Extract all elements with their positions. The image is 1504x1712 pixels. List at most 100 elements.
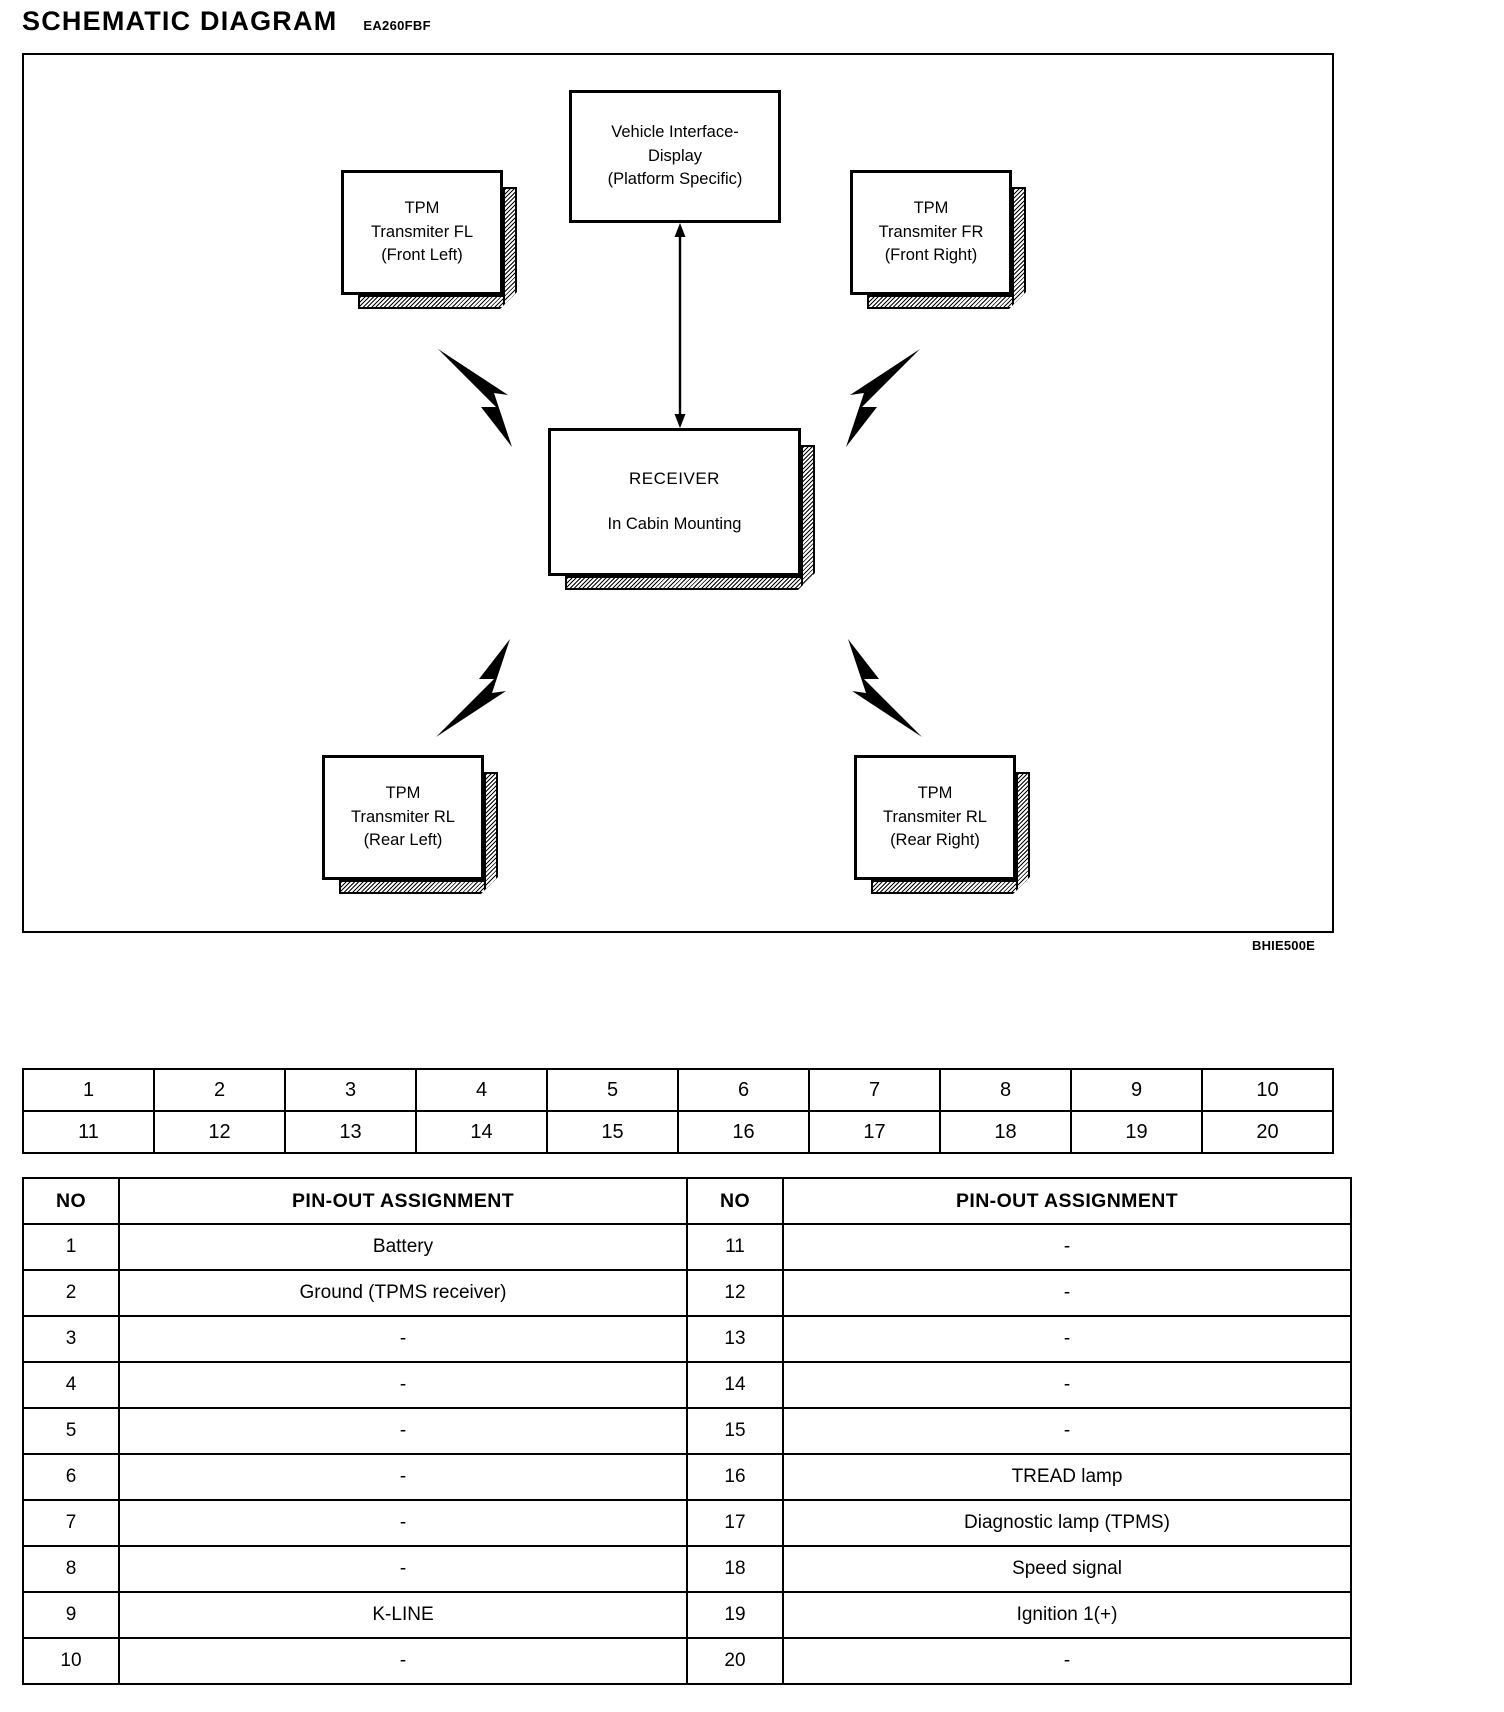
pin-cell: 7 <box>808 1068 941 1112</box>
cell-no-right: 11 <box>686 1223 784 1271</box>
tpm-fr-line-3: (Front Right) <box>884 246 978 265</box>
table-row: 9 K-LINE 19 Ignition 1(+) <box>22 1591 1352 1639</box>
header-assign-left: PIN-OUT ASSIGNMENT <box>118 1177 688 1225</box>
connector-pin-grid: 1 2 3 4 5 6 7 8 9 10 11 12 13 14 15 16 1… <box>22 1068 1334 1154</box>
cell-assign-right: TREAD lamp <box>782 1453 1352 1501</box>
tpm-rr-line-1: TPM <box>917 783 953 802</box>
cell-assign-right: Speed signal <box>782 1545 1352 1593</box>
bidirectional-arrow-icon <box>674 223 686 428</box>
tpm-transmitter-front-right-node: TPM Transmiter FR (Front Right) <box>850 170 1012 295</box>
cell-no-left: 1 <box>22 1223 120 1271</box>
pin-cell: 20 <box>1201 1110 1334 1154</box>
cell-no-right: 20 <box>686 1637 784 1685</box>
cell-no-right: 18 <box>686 1545 784 1593</box>
pin-cell: 14 <box>415 1110 548 1154</box>
cell-no-left: 7 <box>22 1499 120 1547</box>
cell-no-right: 19 <box>686 1591 784 1639</box>
cell-assign-left: Battery <box>118 1223 688 1271</box>
display-line-2: Display <box>647 146 703 165</box>
pin-cell: 18 <box>939 1110 1072 1154</box>
display-line-3: (Platform Specific) <box>607 170 743 189</box>
cell-no-right: 16 <box>686 1453 784 1501</box>
cell-assign-left: - <box>118 1361 688 1409</box>
tpm-rl-line-2: Transmiter RL <box>351 807 455 826</box>
page-title: SCHEMATIC DIAGRAM <box>22 6 338 36</box>
pin-grid-row-bottom: 11 12 13 14 15 16 17 18 19 20 <box>22 1110 1334 1154</box>
cell-no-left: 6 <box>22 1453 120 1501</box>
tpm-fr-line-2: Transmiter FR <box>878 222 984 241</box>
schematic-diagram-frame: Vehicle Interface- Display (Platform Spe… <box>22 53 1334 933</box>
pin-out-header-row: NO PIN-OUT ASSIGNMENT NO PIN-OUT ASSIGNM… <box>22 1177 1352 1225</box>
tpm-transmitter-rear-right-node: TPM Transmiter RL (Rear Right) <box>854 755 1016 880</box>
cell-no-left: 3 <box>22 1315 120 1363</box>
pin-cell: 3 <box>284 1068 417 1112</box>
cell-assign-left: - <box>118 1315 688 1363</box>
pin-grid-row-top: 1 2 3 4 5 6 7 8 9 10 <box>22 1068 1334 1112</box>
cell-assign-right: - <box>782 1315 1352 1363</box>
pin-cell: 5 <box>546 1068 679 1112</box>
cell-no-left: 9 <box>22 1591 120 1639</box>
cell-assign-left: K-LINE <box>118 1591 688 1639</box>
cell-no-right: 13 <box>686 1315 784 1363</box>
pin-cell: 2 <box>153 1068 286 1112</box>
tpm-rr-line-3: (Rear Right) <box>890 831 980 850</box>
cell-assign-right: - <box>782 1361 1352 1409</box>
pin-cell: 13 <box>284 1110 417 1154</box>
tpm-rl-line-3: (Rear Left) <box>363 831 443 850</box>
tpm-fl-line-3: (Front Left) <box>381 246 463 265</box>
table-row: 5 - 15 - <box>22 1407 1352 1455</box>
tpm-transmitter-front-left-node: TPM Transmiter FL (Front Left) <box>341 170 503 295</box>
cell-assign-right: Diagnostic lamp (TPMS) <box>782 1499 1352 1547</box>
table-row: 2 Ground (TPMS receiver) 12 - <box>22 1269 1352 1317</box>
tpm-fr-line-1: TPM <box>913 198 949 217</box>
pin-cell: 4 <box>415 1068 548 1112</box>
header-no-right: NO <box>686 1177 784 1225</box>
page-header: SCHEMATIC DIAGRAM EA260FBF <box>22 6 431 37</box>
pin-out-assignment-table: NO PIN-OUT ASSIGNMENT NO PIN-OUT ASSIGNM… <box>22 1177 1352 1685</box>
header-assign-right: PIN-OUT ASSIGNMENT <box>782 1177 1352 1225</box>
display-line-1: Vehicle Interface- <box>611 122 739 141</box>
table-row: 8 - 18 Speed signal <box>22 1545 1352 1593</box>
pin-cell: 17 <box>808 1110 941 1154</box>
rf-signal-bolt-icon-rear-left <box>436 639 510 737</box>
tpm-fl-line-1: TPM <box>404 198 440 217</box>
pin-cell: 19 <box>1070 1110 1203 1154</box>
rf-signal-bolt-icon-front-left <box>438 349 512 447</box>
cell-assign-left: - <box>118 1499 688 1547</box>
cell-assign-right: - <box>782 1223 1352 1271</box>
cell-assign-left: - <box>118 1637 688 1685</box>
cell-assign-left: Ground (TPMS receiver) <box>118 1269 688 1317</box>
table-row: 3 - 13 - <box>22 1315 1352 1363</box>
pin-cell: 6 <box>677 1068 810 1112</box>
pin-cell: 11 <box>22 1110 155 1154</box>
cell-no-left: 8 <box>22 1545 120 1593</box>
table-row: 6 - 16 TREAD lamp <box>22 1453 1352 1501</box>
pin-cell: 15 <box>546 1110 679 1154</box>
rf-signal-bolt-icon-rear-right <box>848 639 922 737</box>
tpm-rr-line-2: Transmiter RL <box>883 807 987 826</box>
pin-out-body: 1 Battery 11 - 2 Ground (TPMS receiver) … <box>22 1223 1352 1685</box>
tpm-transmitter-rear-left-node: TPM Transmiter RL (Rear Left) <box>322 755 484 880</box>
pin-cell: 1 <box>22 1068 155 1112</box>
pin-cell: 12 <box>153 1110 286 1154</box>
pin-cell: 10 <box>1201 1068 1334 1112</box>
header-reference-code: EA260FBF <box>363 18 431 33</box>
cell-assign-right: - <box>782 1637 1352 1685</box>
figure-reference-code: BHIE500E <box>1252 938 1316 953</box>
receiver-node: RECEIVER In Cabin Mounting <box>548 428 801 576</box>
table-row: 10 - 20 - <box>22 1637 1352 1685</box>
cell-no-right: 12 <box>686 1269 784 1317</box>
cell-assign-left: - <box>118 1453 688 1501</box>
cell-no-left: 2 <box>22 1269 120 1317</box>
cell-assign-left: - <box>118 1407 688 1455</box>
cell-no-left: 4 <box>22 1361 120 1409</box>
tpm-fl-line-2: Transmiter FL <box>370 222 474 241</box>
cell-no-right: 14 <box>686 1361 784 1409</box>
header-no-left: NO <box>22 1177 120 1225</box>
cell-assign-right: - <box>782 1269 1352 1317</box>
table-row: 4 - 14 - <box>22 1361 1352 1409</box>
cell-assign-right: - <box>782 1407 1352 1455</box>
rf-signal-bolt-icon-front-right <box>846 349 920 447</box>
receiver-title: RECEIVER <box>629 468 720 488</box>
cell-no-right: 17 <box>686 1499 784 1547</box>
